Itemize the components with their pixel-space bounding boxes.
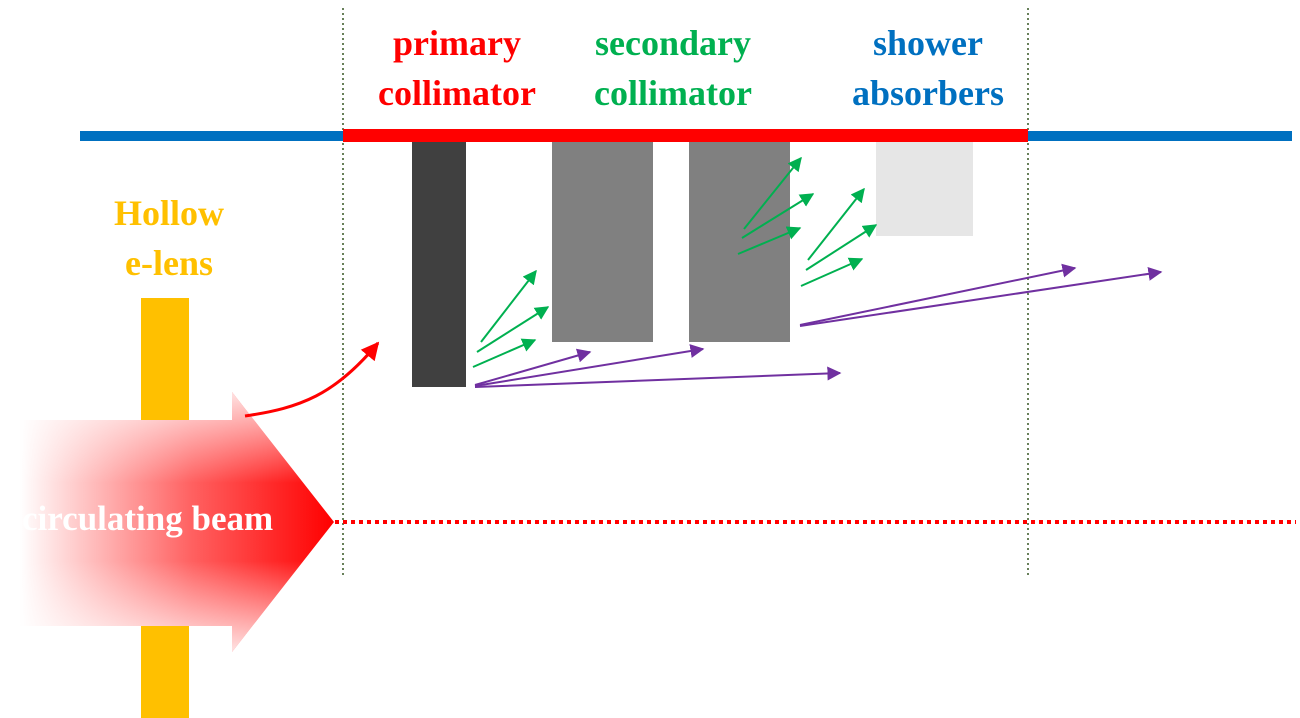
secondary-label-line2: collimator [594, 73, 752, 113]
halo-arrow [474, 344, 705, 387]
scatter-arrow [476, 306, 550, 353]
shower-label-line1: shower [873, 23, 983, 63]
scatter-arrow [800, 257, 864, 287]
halo-arrow [799, 266, 1163, 327]
primary-collimator-jaw [412, 142, 466, 387]
scatter-arrow [741, 193, 815, 239]
secondary-label-line1: secondary [595, 23, 751, 63]
secondary-collimator-jaw-2 [689, 142, 790, 342]
scatter-arrow [480, 269, 537, 343]
shower-absorber-block [876, 142, 973, 236]
scatter-arrow [743, 156, 802, 230]
elens-label-line1: Hollow [113, 193, 224, 233]
shower-absorbers-label: shower absorbers [828, 18, 1028, 118]
secondary-collimator-label: secondary collimator [568, 18, 778, 118]
halo-arrow [474, 366, 842, 388]
circulating-beam-label: circulating beam [22, 499, 274, 538]
secondary-collimator-jaw-1 [552, 142, 653, 342]
primary-label-line1: primary [393, 23, 521, 63]
beam-pipe-right [1028, 131, 1292, 141]
shower-label-line2: absorbers [852, 73, 1004, 113]
kick-arrow [244, 341, 380, 418]
halo-arrow [799, 263, 1077, 326]
primary-label-line2: collimator [378, 73, 536, 113]
hollow-elens-label: Hollow e-lens [84, 188, 254, 288]
collimation-section-bar [343, 129, 1028, 142]
scatter-arrow [805, 224, 878, 271]
scatter-arrow [472, 338, 537, 368]
primary-collimator-label: primary collimator [352, 18, 562, 118]
elens-label-line2: e-lens [125, 243, 213, 283]
beam-pipe-left [80, 131, 344, 141]
scatter-arrow [737, 226, 802, 255]
scatter-arrows [472, 156, 878, 368]
circulating-beam-arrow [20, 392, 334, 652]
halo-arrow [474, 348, 592, 386]
halo-arrows [474, 263, 1163, 388]
scatter-arrow [807, 187, 865, 261]
